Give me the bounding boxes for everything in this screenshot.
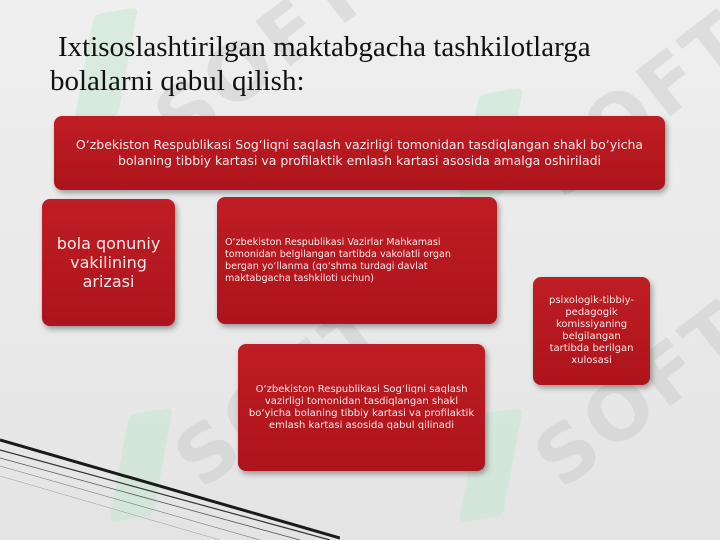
box-medical-card-basis: O‘zbekiston Respublikasi Sog‘liqni saqla… bbox=[54, 116, 665, 190]
decorative-stripes bbox=[0, 438, 340, 540]
box-commission-conclusion: psixologik-tibbiy-pedagogik komissiyanin… bbox=[533, 277, 650, 385]
box-guardian-application: bola qonuniy vakilining arizasi bbox=[42, 199, 175, 326]
slide-title: Ixtisoslashtirilgan maktabgacha tashkilo… bbox=[50, 31, 591, 97]
box-middle-text: O‘zbekiston Respublikasi Vazirlar Mahkam… bbox=[225, 237, 451, 284]
box-right-text: psixologik-tibbiy-pedagogik komissiyanin… bbox=[548, 295, 634, 366]
box-bottom-text: O‘zbekiston Respublikasi Sog‘liqni saqla… bbox=[248, 383, 475, 431]
box-medical-card-admission: O‘zbekiston Respublikasi Sog‘liqni saqla… bbox=[238, 344, 485, 471]
box-top-text: O‘zbekiston Respublikasi Sog‘liqni saqla… bbox=[75, 137, 644, 168]
box-referral: O‘zbekiston Respublikasi Vazirlar Mahkam… bbox=[217, 197, 497, 324]
box-left-text: bola qonuniy vakilining arizasi bbox=[56, 234, 161, 291]
